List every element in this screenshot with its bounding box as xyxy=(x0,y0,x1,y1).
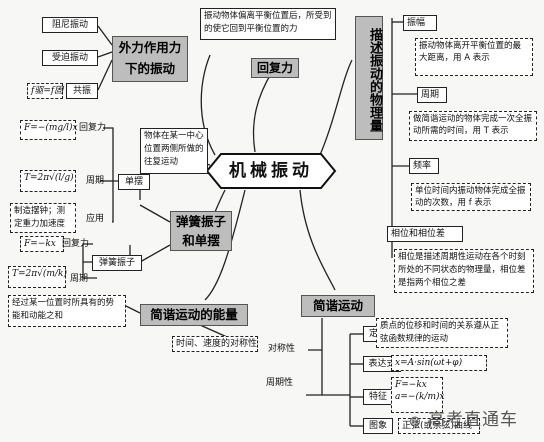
period-label: 周期 xyxy=(417,87,447,103)
spring-restoring-formula: F=−kx xyxy=(20,236,64,252)
resonance: 共振 xyxy=(66,83,98,99)
feature-acceleration-formula: a=−(k/m)x xyxy=(395,392,445,402)
watermark-bus-icon: ◍ xyxy=(409,414,422,429)
energy-desc: 经过某一位置时所具有的势能和动能之和 xyxy=(8,295,126,327)
spring-period-formula-text: T=2π√(m/k) xyxy=(12,269,67,279)
phase-label: 相位和相位差 xyxy=(387,226,463,242)
center-node: 机械振动 xyxy=(205,152,337,190)
feature-label: 特征 xyxy=(363,389,393,405)
amplitude-label: 振幅 xyxy=(403,15,437,31)
spring-restoring-formula-text: F=−kx xyxy=(24,239,56,249)
expression-formula: x=A·sin(ωt+φ) xyxy=(391,355,487,371)
spring-period-label: 周期 xyxy=(70,274,89,284)
shm-energy-topic: 简谐运动的能量 xyxy=(140,304,248,326)
forced-vibration-topic: 外力作用力下的振动 xyxy=(112,36,188,82)
forced-vibration: 受迫振动 xyxy=(42,50,98,66)
center-arrow-shape xyxy=(205,153,337,189)
frequency-label: 频率 xyxy=(409,158,439,174)
frequency-desc: 单位时间内振动物体完成全振动的次数，用 f 表示 xyxy=(411,183,531,211)
resonance-formula: f驱=f固 xyxy=(27,83,63,99)
pendulum-period-label: 周期 xyxy=(86,176,105,186)
pendulum-application-label: 应用 xyxy=(86,214,105,224)
phase-desc: 相位是描述周期性运动在各个时刻所处的不同状态的物理量，相位差是指两个相位之差 xyxy=(394,249,534,293)
pendulum-application: 制造摆钟；测定重力加速度 xyxy=(10,203,76,233)
restoring-force-definition: 振动物体偏离平衡位置后，所受到的使它回到平衡位置的力 xyxy=(200,8,336,40)
watermark-text: 高考直通车 xyxy=(428,410,518,430)
symmetry-label: 对称性 xyxy=(268,344,296,354)
graph-label: 图象 xyxy=(363,418,393,434)
amplitude-desc: 振动物体离开平衡位置的最大距离，用 A 表示 xyxy=(415,38,533,76)
pendulum-label: 单摆 xyxy=(118,174,150,190)
center-title: 机械振动 xyxy=(229,161,313,181)
definition-desc: 质点的位移和时间的关系遵从正弦函数规律的运动 xyxy=(376,318,508,348)
spring-restoring-label: 回复力 xyxy=(62,239,90,249)
feature-force-formula: F=−kx xyxy=(395,380,427,390)
resonance-formula-text: f驱=f固 xyxy=(31,86,64,96)
graph-desc: 正弦(或余弦)曲线 xyxy=(398,418,480,434)
describe-quantities-topic: 描述振动的物理量 xyxy=(355,16,383,140)
feature-formulas: F=−kx a=−(k/m)x xyxy=(391,377,445,413)
shm-topic: 简谐运动 xyxy=(301,295,375,317)
damped-vibration: 阻尼振动 xyxy=(42,17,98,33)
pendulum-period-formula: T=2π√(l/g) xyxy=(20,170,76,192)
spring-pendulum-topic: 弹簧振子和单摆 xyxy=(170,211,232,251)
expression-formula-text: x=A·sin(ωt+φ) xyxy=(395,358,463,368)
spring-oscillator-label: 弹簧振子 xyxy=(92,255,142,271)
pendulum-motion-definition: 物体在某一中心位置两侧所做的往复运动 xyxy=(140,128,208,174)
pendulum-restoring-label: 回复力 xyxy=(79,123,107,133)
restoring-force-topic: 回复力 xyxy=(251,58,299,78)
watermark: ◍ 高考直通车 xyxy=(409,405,518,430)
pendulum-restoring-formula-text: F=−(mg/l)x xyxy=(24,123,78,133)
pendulum-restoring-formula: F=−(mg/l)x xyxy=(20,120,78,140)
period-desc: 做简谐运动的物体完成一次全振动所需的时间，用 T 表示 xyxy=(409,111,537,141)
periodicity-label: 周期性 xyxy=(266,378,294,388)
spring-period-formula: T=2π√(m/k) xyxy=(8,266,67,288)
symmetry-desc: 时间、速度的对称性 xyxy=(172,336,258,352)
pendulum-period-formula-text: T=2π√(l/g) xyxy=(24,173,74,183)
